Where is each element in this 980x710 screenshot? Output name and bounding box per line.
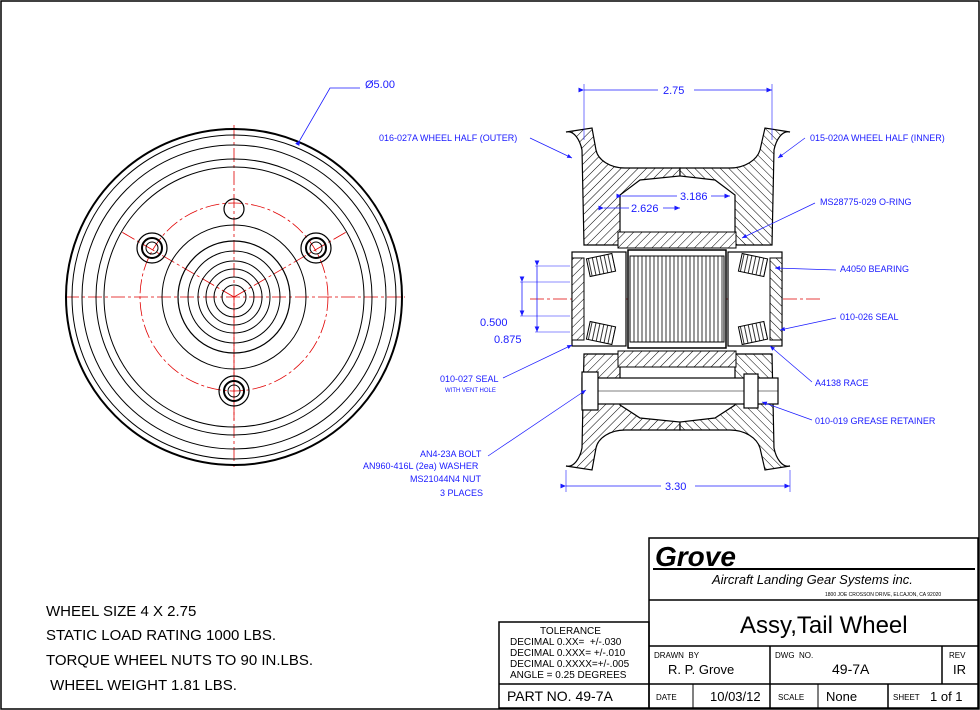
company-subtitle: Aircraft Landing Gear Systems inc.	[711, 572, 913, 587]
front-view: Ø5.00	[65, 79, 405, 470]
callout-bolt-3: MS21044N4 NUT	[410, 474, 482, 484]
note-line: TORQUE WHEEL NUTS TO 90 IN.LBS.	[46, 652, 313, 669]
through-bolt	[581, 371, 779, 411]
wheel-half-outer-bottom	[565, 353, 681, 471]
wheel-half-outer-top	[565, 127, 681, 246]
section-view: 2.75 3.186 2.626 0.500 0.875	[363, 82, 945, 498]
date-label: DATE	[656, 693, 677, 702]
callout-o-ring: MS28775-029 O-RING	[820, 197, 912, 207]
wheel-half-inner-top	[679, 127, 791, 246]
front-rim	[65, 128, 403, 466]
diameter-label: Ø5.00	[365, 79, 395, 91]
tolerance-line: DECIMAL 0.XX= +/-.030	[510, 637, 622, 648]
note-line: STATIC LOAD RATING 1000 LBS.	[46, 627, 276, 644]
company-logo: Grove	[655, 541, 736, 572]
bolt-head-right	[300, 232, 332, 264]
tolerance-line: DECIMAL 0.XXX= +/-.010	[510, 648, 626, 659]
callout-bearing: A4050 BEARING	[840, 264, 909, 274]
front-centerlines	[65, 125, 405, 470]
dim-inner-2: 2.626	[598, 201, 680, 215]
drawing-title: Assy,Tail Wheel	[740, 612, 908, 639]
scale-label: SCALE	[778, 693, 804, 702]
callout-grease-retainer: 010-019 GREASE RETAINER	[815, 416, 936, 426]
callout-seal-026: 010-026 SEAL	[840, 312, 899, 322]
dwg-no-label: DWG NO.	[775, 651, 813, 660]
callout-wheel-half-inner: 015-020A WHEEL HALF (INNER)	[810, 133, 945, 143]
part-number: PART NO. 49-7A	[507, 688, 613, 704]
note-line: WHEEL WEIGHT 1.81 LBS.	[46, 677, 237, 694]
drawn-by-value: R. P. Grove	[668, 662, 734, 677]
rev-label: REV	[949, 651, 966, 660]
callout-bolt-4: 3 PLACES	[440, 488, 483, 498]
callout-seal-027: 010-027 SEAL	[440, 374, 499, 384]
vent-hole	[223, 198, 245, 220]
drawn-by-label: DRAWN BY	[654, 651, 700, 660]
title-block	[498, 537, 979, 709]
date-value: 10/03/12	[710, 689, 761, 704]
company-address: 1800 JOE CROSSON DRIVE, ELCAJON, CA 9202…	[825, 592, 941, 598]
svg-text:2.626: 2.626	[631, 203, 659, 215]
dim-bore: 0.500 0.875	[480, 260, 570, 346]
tolerance-line: DECIMAL 0.XXXX=+/-.005	[510, 659, 630, 670]
scale-value: None	[826, 689, 857, 704]
callout-wheel-half-outer: 016-027A WHEEL HALF (OUTER)	[379, 133, 517, 143]
general-notes: WHEEL SIZE 4 X 2.75 STATIC LOAD RATING 1…	[46, 603, 313, 694]
sheet-label: SHEET	[893, 693, 920, 702]
bearing-left	[571, 251, 627, 347]
dwg-no-value: 49-7A	[832, 661, 870, 677]
note-line: WHEEL SIZE 4 X 2.75	[46, 603, 196, 620]
svg-text:0.875: 0.875	[494, 334, 522, 346]
wheel-half-inner-bottom	[679, 353, 791, 471]
dim-width-top: 2.75	[578, 82, 773, 140]
callout-race: A4138 RACE	[815, 378, 869, 388]
svg-text:0.500: 0.500	[480, 317, 508, 329]
dim-inner-1: 3.186	[616, 189, 730, 203]
dim-width-bottom: 3.30	[560, 470, 791, 493]
svg-text:3.30: 3.30	[665, 481, 686, 493]
svg-text:2.75: 2.75	[663, 85, 684, 97]
bolt-head-left	[136, 232, 168, 264]
rev-value: IR	[953, 662, 966, 677]
bearing-right	[727, 251, 783, 347]
callout-bolt-2: AN960-416L (2ea) WASHER	[363, 461, 479, 471]
bolt-head-bottom	[218, 375, 250, 407]
callout-bolt-1: AN4-23A BOLT	[420, 449, 482, 459]
tolerance-line: ANGLE = 0.25 DEGREES	[510, 670, 627, 681]
sheet-value: 1 of 1	[930, 689, 963, 704]
tolerance-header: TOLERANCE	[540, 626, 601, 637]
svg-text:3.186: 3.186	[680, 191, 708, 203]
callout-seal-027-note: WITH VENT HOLE	[445, 388, 496, 394]
